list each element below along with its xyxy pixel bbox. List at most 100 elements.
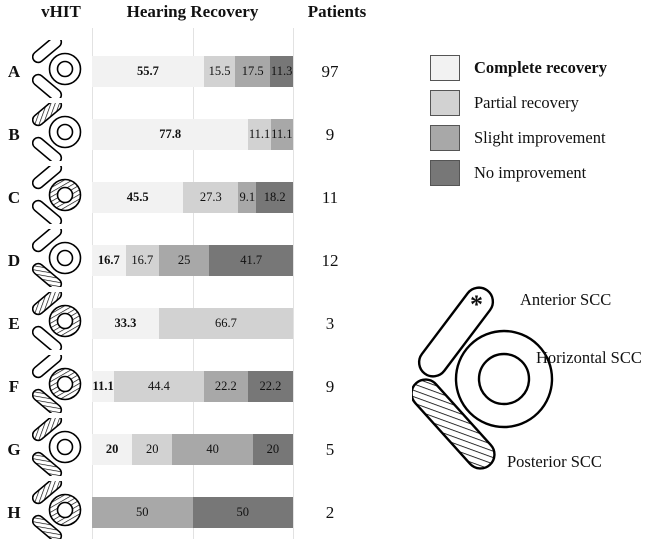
icon-anterior-canal	[32, 166, 63, 190]
icon-anterior-canal	[32, 292, 63, 316]
icon-anterior-canal	[32, 481, 63, 505]
bar-segment-partial: 20	[132, 434, 173, 465]
legend-swatch-none	[430, 159, 460, 186]
patient-count: 97	[321, 61, 339, 81]
legend-label: Partial recovery	[474, 92, 579, 112]
legend-label: Complete recovery	[474, 57, 608, 77]
gridline-50	[193, 28, 194, 539]
asterisk-marker: *	[470, 290, 483, 319]
bar-segment-none: 18.2	[256, 182, 293, 213]
column-header-vhit: vHIT	[41, 2, 81, 21]
bar-segment-partial: 11.1	[248, 119, 271, 150]
icon-posterior-canal	[32, 136, 63, 161]
vhit-pattern-icon	[30, 418, 90, 481]
bar-segment-complete: 45.5	[92, 182, 184, 213]
patient-count: 12	[321, 250, 339, 270]
legend-item-partial: Partial recovery	[430, 85, 650, 120]
row-label: B	[8, 124, 20, 144]
patient-count: 3	[325, 313, 335, 333]
gridline-0	[92, 28, 93, 539]
vhit-pattern-icon	[30, 166, 90, 229]
posterior-scc-shape	[412, 378, 496, 470]
posterior-scc-label: Posterior SCC	[507, 452, 602, 471]
anterior-scc-shape	[417, 286, 495, 378]
icon-anterior-canal	[32, 355, 63, 379]
bar-segment-complete: 16.7	[92, 245, 126, 276]
bar-segment-slight: 11.1	[270, 119, 293, 150]
bar-segment-partial: 27.3	[183, 182, 239, 213]
legend-item-none: No improvement	[430, 155, 650, 190]
column-header-patients: Patients	[307, 2, 367, 21]
icon-posterior-canal	[32, 73, 63, 98]
bar-segment-slight: 17.5	[235, 56, 271, 87]
patient-count: 5	[325, 439, 335, 459]
icon-posterior-canal	[32, 388, 63, 413]
legend-swatch-slight	[430, 124, 460, 151]
bar-segment-complete: 77.8	[92, 119, 249, 150]
bar-segment-slight: 9.1	[238, 182, 257, 213]
horizontal-scc-label: Horizontal SCC	[536, 348, 642, 367]
row-label: A	[7, 61, 21, 81]
legend-label: Slight improvement	[474, 127, 606, 147]
row-label: H	[7, 502, 21, 522]
bar-segment-none: 22.2	[248, 371, 293, 402]
vhit-pattern-icon	[30, 481, 90, 544]
bar-segment-none: 20	[252, 434, 293, 465]
icon-anterior-canal	[32, 103, 63, 127]
row-label: E	[8, 313, 20, 333]
vhit-pattern-icon	[30, 292, 90, 355]
bar-segment-partial: 15.5	[203, 56, 236, 87]
icon-posterior-canal	[32, 199, 63, 224]
scc-diagram: * Anterior SCC Horizontal SCC Posterior …	[412, 282, 657, 492]
bar-segment-slight: 22.2	[203, 371, 249, 402]
bar-segment-complete: 33.3	[92, 308, 159, 339]
legend-swatch-complete	[430, 54, 460, 81]
bar-segment-slight: 25	[159, 245, 210, 276]
patient-count: 9	[325, 376, 335, 396]
bar-segment-none: 50	[192, 497, 293, 528]
row-label: D	[7, 250, 21, 270]
patient-count: 2	[325, 502, 335, 522]
vhit-pattern-icon	[30, 40, 90, 103]
bar-segment-partial: 16.7	[125, 245, 160, 276]
row-label: F	[8, 376, 20, 396]
bar-segment-complete: 11.1	[92, 371, 115, 402]
bar-segment-partial: 44.4	[114, 371, 204, 402]
icon-posterior-canal	[32, 451, 63, 476]
vhit-pattern-icon	[30, 103, 90, 166]
bar-segment-partial: 66.7	[158, 308, 293, 339]
bar-segment-none: 11.3	[270, 56, 293, 87]
icon-posterior-canal	[32, 325, 63, 350]
legend-item-complete: Complete recovery	[430, 50, 650, 85]
bar-segment-complete: 20	[92, 434, 133, 465]
bar-segment-slight: 40	[172, 434, 253, 465]
scc-schematic-svg	[412, 286, 554, 470]
gridline-100	[293, 28, 294, 539]
row-label: C	[7, 187, 21, 207]
horizontal-scc-shape	[454, 329, 554, 429]
icon-anterior-canal	[32, 418, 63, 442]
patient-count: 11	[321, 187, 339, 207]
icon-anterior-canal	[32, 40, 63, 64]
legend-swatch-partial	[430, 89, 460, 116]
icon-posterior-canal	[32, 262, 63, 287]
icon-posterior-canal	[32, 514, 63, 539]
patient-count: 9	[325, 124, 335, 144]
